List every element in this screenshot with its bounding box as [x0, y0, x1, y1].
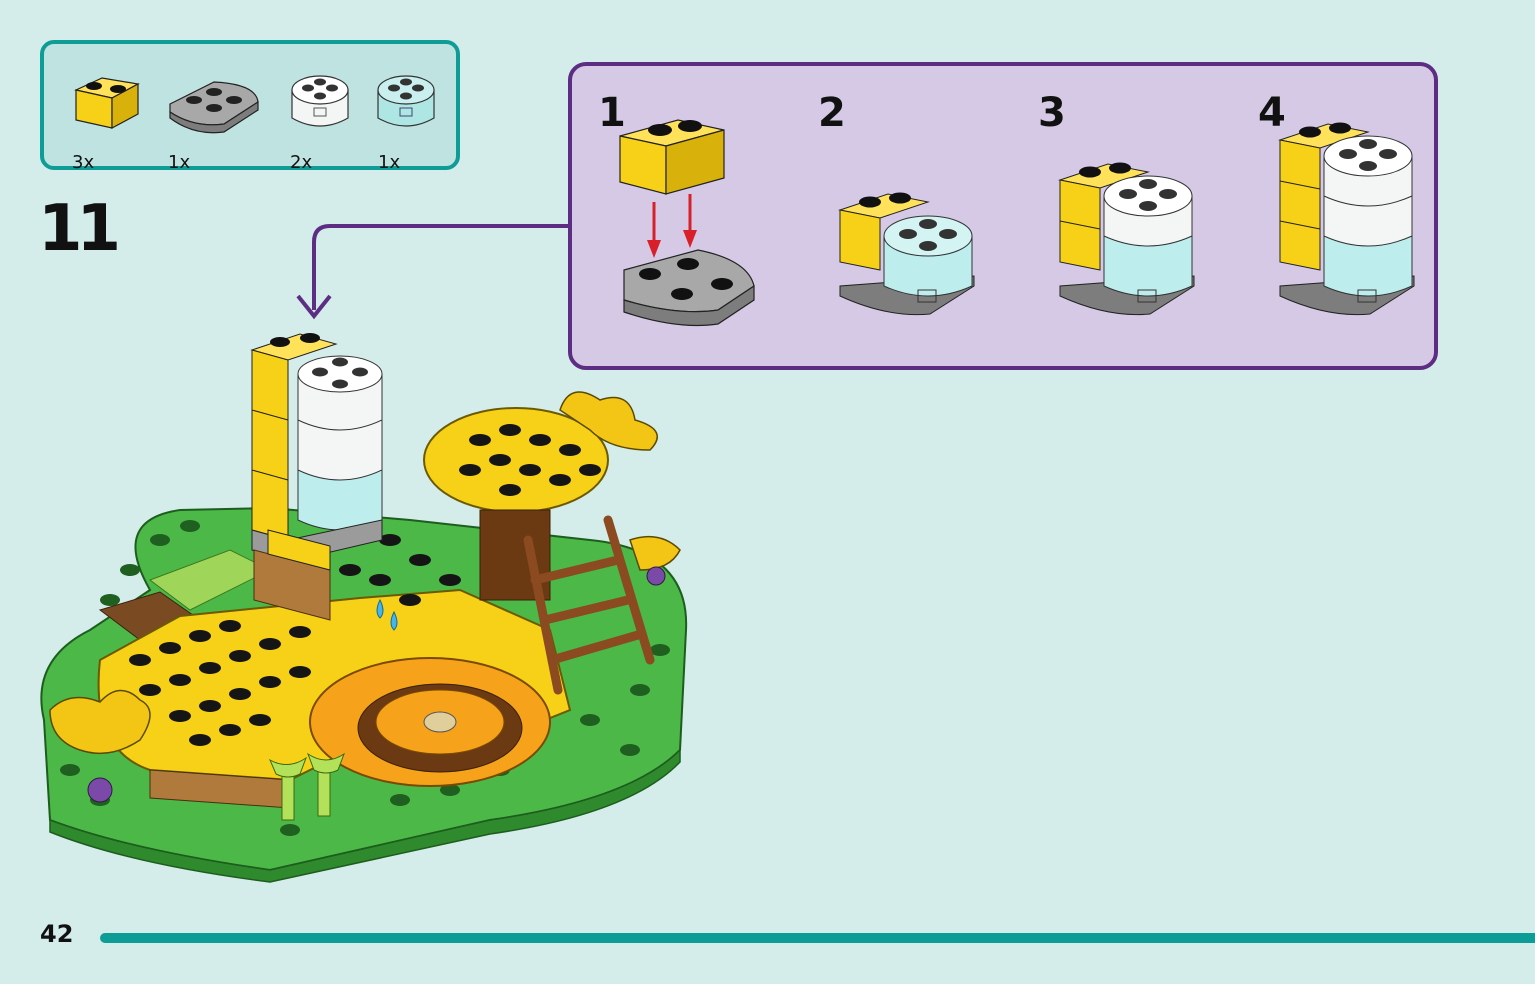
footer-bar — [100, 933, 1535, 943]
step-number: 11 — [38, 192, 121, 266]
part-clear-round: 2x — [286, 62, 366, 173]
substep-3-illustration — [1058, 162, 1195, 316]
parts-list: 3x 1x 2x — [40, 40, 460, 173]
substep-number: 2 — [818, 90, 846, 136]
yellow-brick-1x2-icon — [74, 77, 140, 130]
substep-1-illustration — [619, 119, 755, 327]
light-aqua-round-brick-icon — [377, 75, 435, 127]
part-qty: 1x — [168, 152, 191, 173]
page-number: 42 — [40, 920, 74, 948]
part-qty: 2x — [290, 152, 313, 173]
substep-number: 3 — [1038, 90, 1066, 136]
main-model-illustration — [40, 333, 688, 883]
substep-number: 1 — [598, 90, 626, 136]
clear-round-brick-icon — [291, 75, 349, 127]
substep-4: 4 — [1258, 90, 1458, 360]
part-gray-plate: 1x — [164, 62, 259, 173]
substep-4-illustration — [1278, 122, 1415, 316]
gray-plate-rounded-icon — [169, 81, 259, 134]
part-qty: 1x — [378, 152, 401, 173]
substep-2-illustration — [838, 192, 975, 316]
substep-3: 3 — [1038, 90, 1238, 360]
substep-2: 2 — [818, 90, 1018, 360]
substep-number: 4 — [1258, 90, 1286, 136]
subassembly-callout: 1 2 — [568, 62, 1438, 370]
part-yellow-brick: 3x — [72, 62, 152, 173]
part-aqua-round: 1x — [372, 62, 452, 173]
substep-1: 1 — [598, 90, 798, 360]
part-qty: 3x — [72, 152, 95, 173]
